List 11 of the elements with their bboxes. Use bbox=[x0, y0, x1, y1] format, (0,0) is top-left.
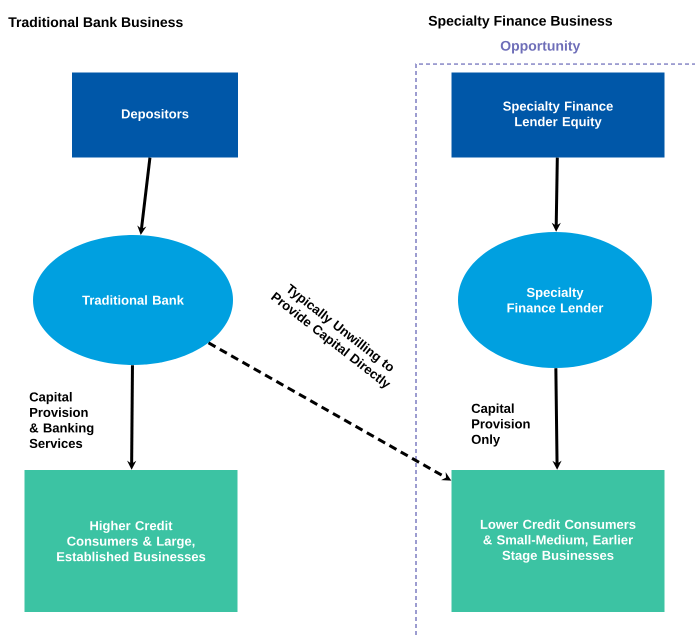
ellipse-node: Specialty Finance Lender bbox=[458, 232, 652, 368]
ellipse-node: Traditional Bank bbox=[33, 235, 233, 365]
rectangle-box: Lower Credit Consumers & Small-Medium, Earlier Stage Businesses bbox=[452, 470, 664, 612]
rectangle-box: Higher Credit Consumers & Large, Established Businesses bbox=[24, 470, 238, 612]
edge-label: Capital Provision Only bbox=[472, 403, 530, 447]
region-title: Opportunity bbox=[500, 40, 580, 54]
rectangle-box: Depositors bbox=[72, 72, 238, 158]
section-title: Traditional Bank Business bbox=[8, 16, 183, 28]
section-title: Specialty Finance Business bbox=[428, 15, 612, 29]
edge-label: Capital Provision & Banking Services bbox=[30, 392, 94, 448]
rectangle-box: Specialty Finance Lender Equity bbox=[452, 72, 664, 158]
